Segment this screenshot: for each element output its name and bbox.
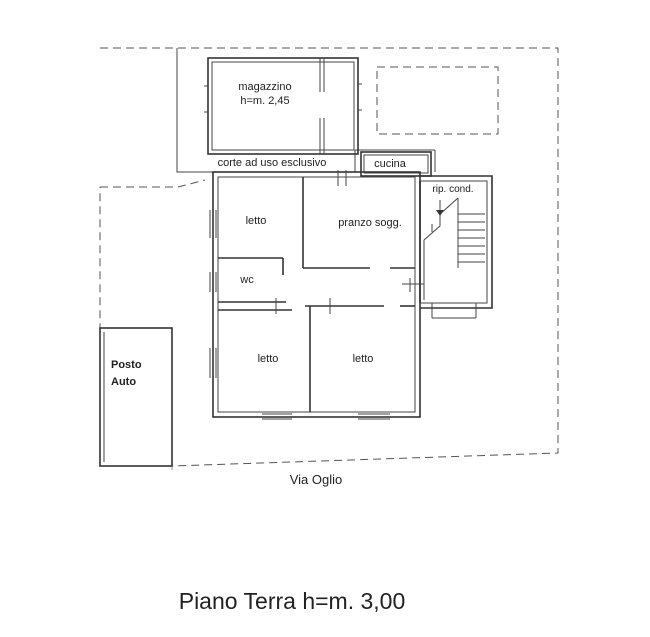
pranzo-label: pranzo sogg. [338, 217, 402, 229]
dashed-area [376, 66, 499, 135]
corte-label: corte ad uso esclusivo [218, 157, 327, 169]
letto-se-label: letto [353, 353, 374, 365]
magazzino-height-label: h=m. 2,45 [240, 95, 289, 107]
property-boundary [99, 47, 559, 467]
openings [209, 170, 424, 420]
cucina-box [360, 151, 432, 177]
letto-nw-label: letto [246, 215, 267, 227]
interior-walls [218, 177, 421, 412]
street-label: Via Oglio [290, 472, 343, 487]
magazzino-label: magazzino [238, 81, 291, 93]
staircase [423, 197, 485, 300]
house-walls [212, 171, 493, 418]
posto-auto-label-1: Posto [111, 359, 142, 371]
magazzino-building [204, 57, 362, 155]
letto-sw-label: letto [258, 353, 279, 365]
posto-auto-box [99, 327, 173, 467]
cucina-label: cucina [374, 158, 407, 170]
posto-auto-label-2: Auto [111, 376, 136, 388]
rip-cond-label: rip. cond. [432, 184, 473, 195]
floor-caption: Piano Terra h=m. 3,00 [179, 588, 406, 614]
wc-label: wc [239, 274, 254, 286]
